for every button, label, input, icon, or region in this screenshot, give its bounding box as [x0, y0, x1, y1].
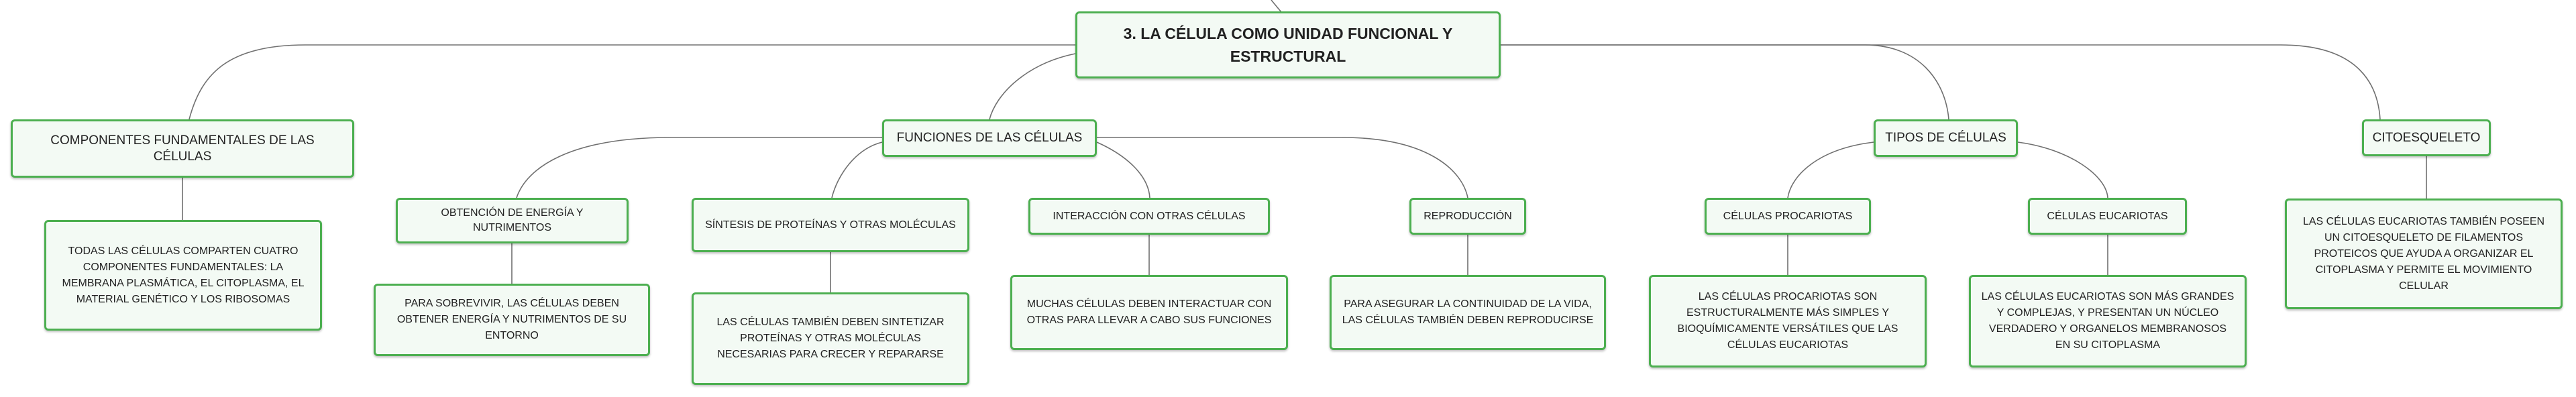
branch-componentes[interactable]: COMPONENTES FUNDAMENTALES DE LAS CÉLULAS	[11, 119, 354, 178]
function-obtencion-label: OBTENCIÓN DE ENERGÍA Y NUTRIMENTOS	[441, 207, 584, 233]
detail-eucariotas-text: LAS CÉLULAS EUCARIOTAS SON MÁS GRANDES Y…	[1981, 291, 2235, 351]
function-sintesis[interactable]: SÍNTESIS DE PROTEÍNAS Y OTRAS MOLÉCULAS	[692, 198, 969, 252]
detail-citoesqueleto[interactable]: LAS CÉLULAS EUCARIOTAS TAMBIÉN POSEEN UN…	[2285, 198, 2563, 309]
connector-funciones-interaccion	[1096, 141, 1150, 198]
type-eucariotas[interactable]: CÉLULAS EUCARIOTAS	[2028, 198, 2187, 235]
function-interaccion-label: INTERACCIÓN CON OTRAS CÉLULAS	[1053, 210, 1246, 222]
type-procariotas-label: CÉLULAS PROCARIOTAS	[1723, 210, 1853, 222]
connector-funciones-reproduccion	[1097, 137, 1468, 198]
function-obtencion[interactable]: OBTENCIÓN DE ENERGÍA Y NUTRIMENTOS	[396, 198, 629, 243]
connector-funciones-obtencion	[516, 137, 882, 198]
detail-interaccion[interactable]: MUCHAS CÉLULAS DEBEN INTERACTUAR CON OTR…	[1010, 275, 1288, 350]
connector-tipos-procariotas	[1787, 141, 1874, 198]
detail-sintesis[interactable]: LAS CÉLULAS TAMBIÉN DEBEN SINTETIZAR PRO…	[692, 292, 969, 385]
connector-root-tipos	[1501, 44, 1949, 120]
connector-root-componentes	[189, 44, 1075, 120]
detail-sintesis-text: LAS CÉLULAS TAMBIÉN DEBEN SINTETIZAR PRO…	[716, 317, 945, 360]
detail-componentes[interactable]: TODAS LAS CÉLULAS COMPARTEN CUATRO COMPO…	[44, 220, 322, 331]
detail-eucariotas[interactable]: LAS CÉLULAS EUCARIOTAS SON MÁS GRANDES Y…	[1969, 275, 2247, 367]
branch-tipos[interactable]: TIPOS DE CÉLULAS	[1874, 119, 2018, 157]
detail-procariotas[interactable]: LAS CÉLULAS PROCARIOTAS SON ESTRUCTURALM…	[1649, 275, 1927, 367]
connector-root-top	[1271, 0, 1282, 13]
detail-interaccion-text: MUCHAS CÉLULAS DEBEN INTERACTUAR CON OTR…	[1026, 298, 1272, 326]
connector-funciones-sintesis	[831, 141, 883, 198]
root-topic-label: 3. LA CÉLULA COMO UNIDAD FUNCIONAL Y EST…	[1123, 25, 1453, 65]
type-procariotas[interactable]: CÉLULAS PROCARIOTAS	[1705, 198, 1871, 235]
detail-componentes-text: TODAS LAS CÉLULAS COMPARTEN CUATRO COMPO…	[62, 245, 305, 305]
detail-obtencion[interactable]: PARA SOBREVIVIR, LAS CÉLULAS DEBEN OBTEN…	[374, 284, 650, 356]
branch-funciones[interactable]: FUNCIONES DE LAS CÉLULAS	[882, 119, 1097, 157]
connector-root-funciones	[989, 53, 1076, 120]
function-reproduccion[interactable]: REPRODUCCIÓN	[1409, 198, 1526, 235]
detail-reproduccion[interactable]: PARA ASEGURAR LA CONTINUIDAD DE LA VIDA,…	[1330, 275, 1606, 350]
branch-citoesqueleto[interactable]: CITOESQUELETO	[2362, 119, 2491, 156]
function-reproduccion-label: REPRODUCCIÓN	[1424, 210, 1512, 222]
root-topic[interactable]: 3. LA CÉLULA COMO UNIDAD FUNCIONAL Y EST…	[1075, 11, 1501, 78]
branch-funciones-label: FUNCIONES DE LAS CÉLULAS	[896, 131, 1083, 145]
function-interaccion[interactable]: INTERACCIÓN CON OTRAS CÉLULAS	[1028, 198, 1270, 235]
branch-citoesqueleto-label: CITOESQUELETO	[2372, 130, 2481, 145]
branch-tipos-label: TIPOS DE CÉLULAS	[1885, 131, 2006, 145]
type-eucariotas-label: CÉLULAS EUCARIOTAS	[2047, 210, 2168, 222]
detail-citoesqueleto-text: LAS CÉLULAS EUCARIOTAS TAMBIÉN POSEEN UN…	[2302, 215, 2545, 292]
detail-procariotas-text: LAS CÉLULAS PROCARIOTAS SON ESTRUCTURALM…	[1677, 291, 1898, 351]
detail-reproduccion-text: PARA ASEGURAR LA CONTINUIDAD DE LA VIDA,…	[1342, 298, 1594, 326]
detail-obtencion-text: PARA SOBREVIVIR, LAS CÉLULAS DEBEN OBTEN…	[396, 298, 627, 341]
branch-componentes-label: COMPONENTES FUNDAMENTALES DE LAS CÉLULAS	[50, 133, 315, 164]
function-sintesis-label: SÍNTESIS DE PROTEÍNAS Y OTRAS MOLÉCULAS	[705, 219, 956, 231]
connector-root-citoesqueleto	[1501, 44, 2381, 120]
connector-tipos-eucariotas	[2017, 141, 2108, 198]
